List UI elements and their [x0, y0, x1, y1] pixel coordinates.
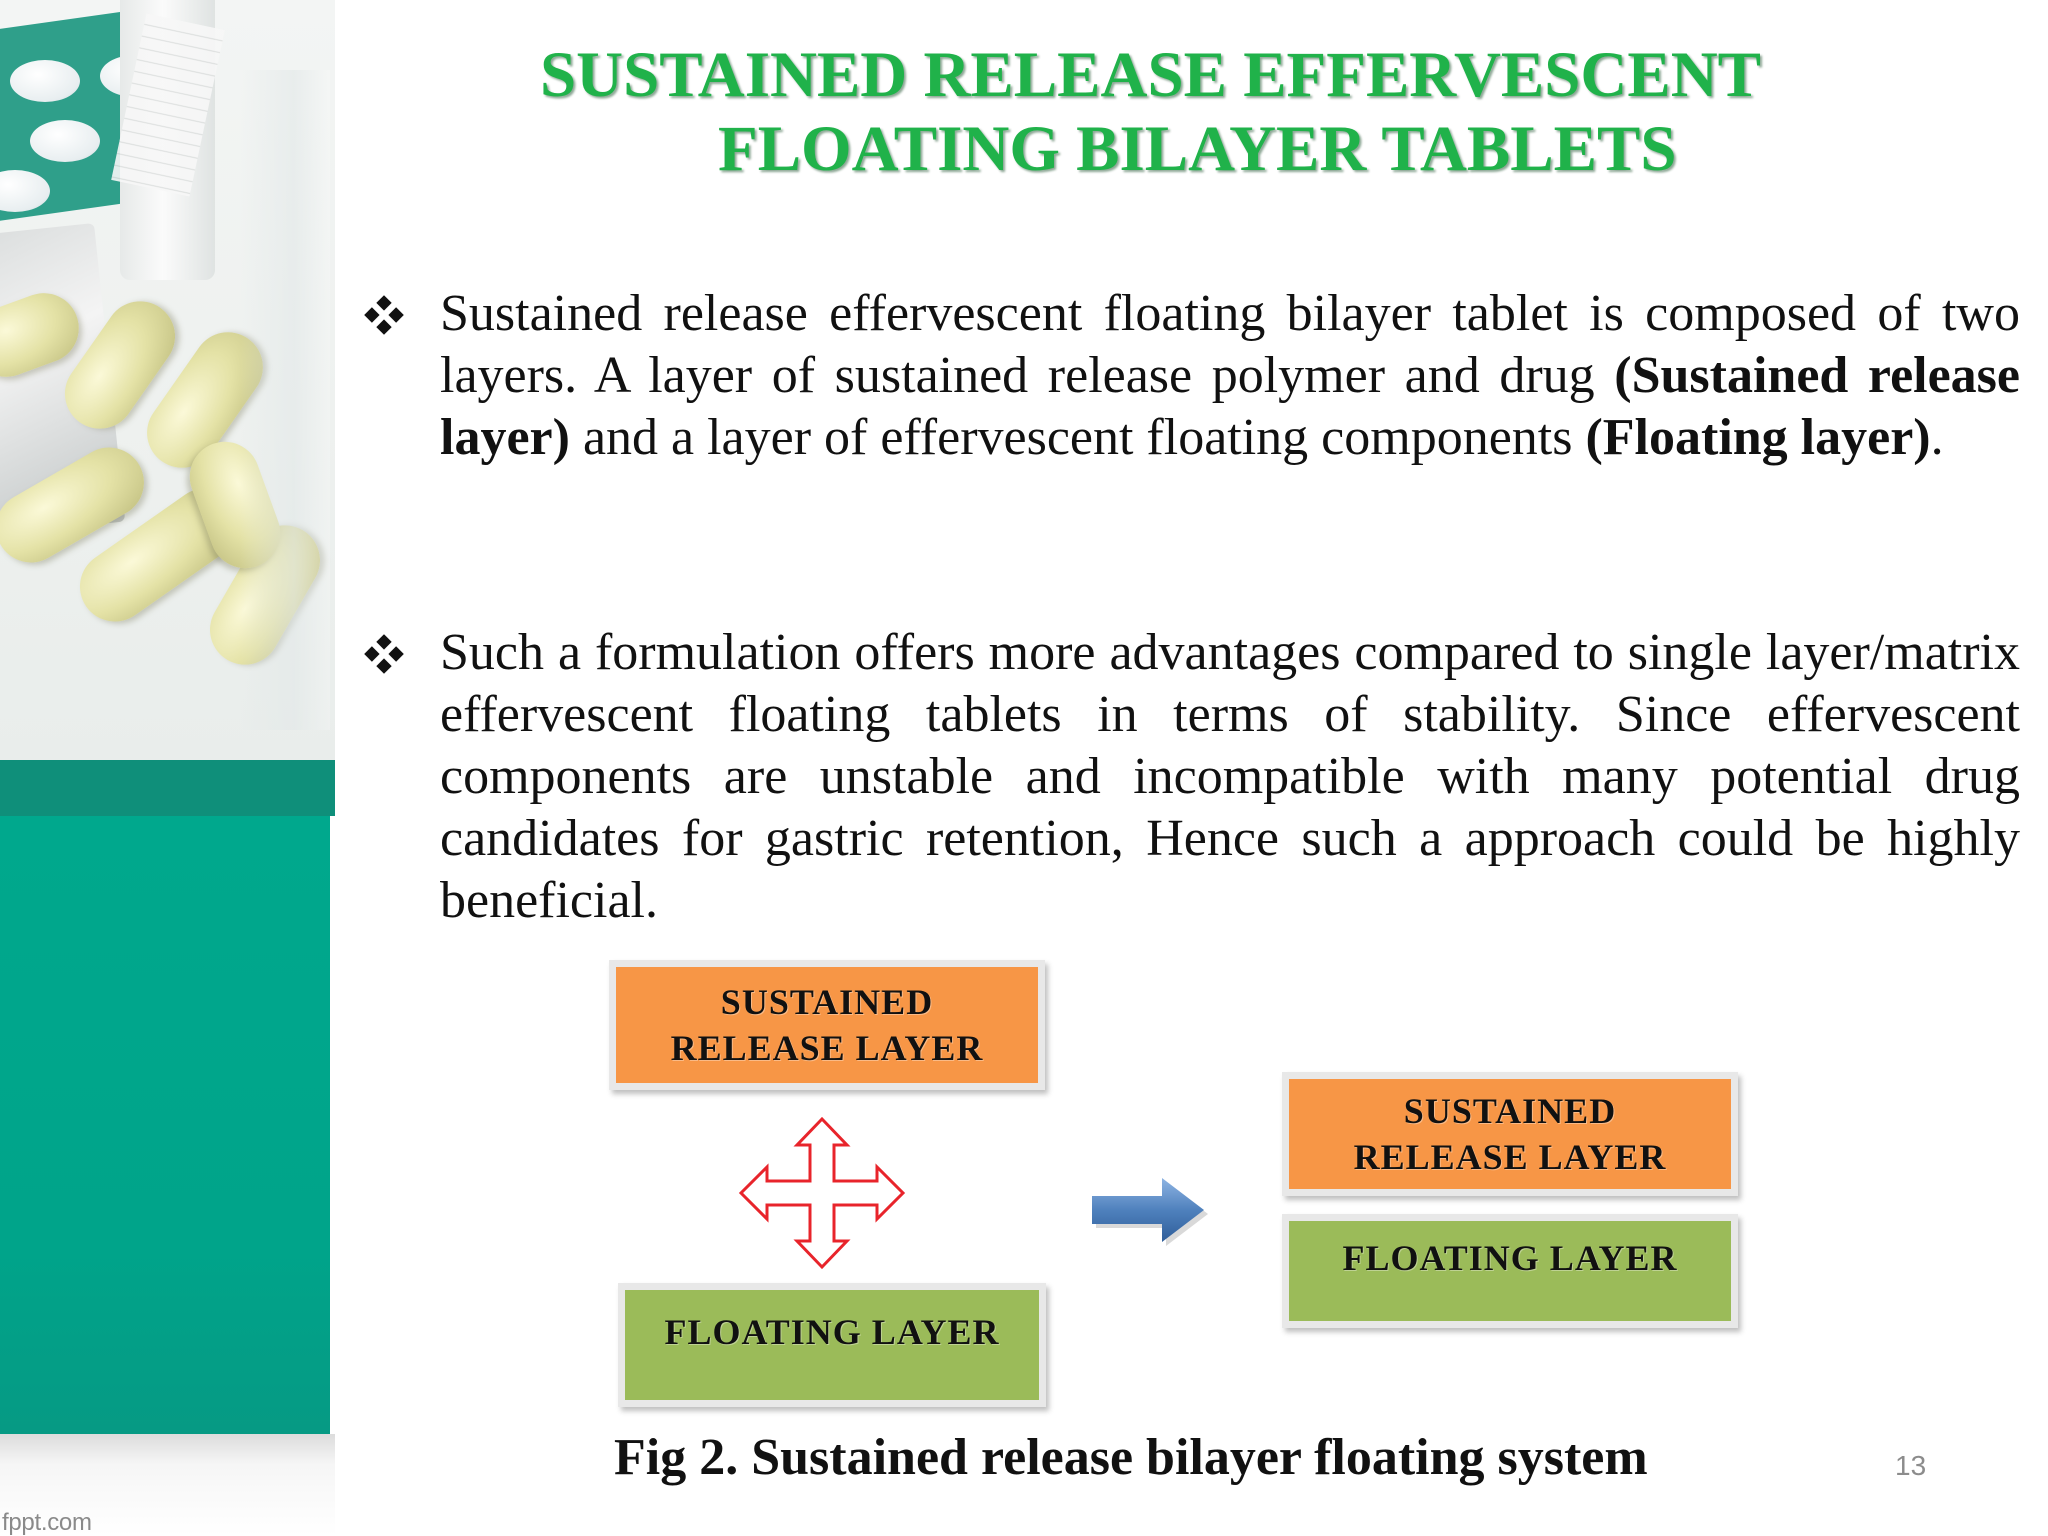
- bullet-text-segment: .: [1930, 409, 1944, 466]
- four-diamond-bullet-icon: [364, 634, 404, 674]
- bullet-text: Such a formulation offers more advantage…: [440, 624, 2020, 929]
- bullet-text: Sustained release effervescent floating …: [440, 283, 2020, 469]
- teal-block: [0, 816, 330, 1434]
- figure-caption: Fig 2. Sustained release bilayer floatin…: [614, 1429, 1648, 1486]
- glass-reflection: [240, 70, 330, 730]
- box-label-line: RELEASE LAYER: [670, 1028, 984, 1068]
- four-diamond-bullet-icon: [364, 295, 404, 335]
- box-label: FLOATING LAYER: [664, 1312, 1000, 1352]
- box-label: SUSTAINED RELEASE LAYER: [671, 979, 984, 1071]
- pills-photo: [0, 0, 335, 760]
- blister-pill: [10, 60, 80, 102]
- bullet-bold-term: (Floating layer): [1585, 409, 1931, 466]
- bullet-bold-term: (Sustained release layer): [440, 347, 2021, 466]
- fppt-logo: fppt.com: [2, 1509, 92, 1536]
- page-number: 13: [1895, 1450, 1927, 1481]
- bullet-text-segment: and a layer of effervescent floating com…: [569, 409, 1586, 466]
- box-label: SUSTAINED RELEASE LAYER: [1354, 1088, 1667, 1180]
- box-label: FLOATING LAYER: [1342, 1238, 1678, 1278]
- sustained-release-layer-box: SUSTAINED RELEASE LAYER: [1282, 1072, 1738, 1196]
- slide-title-line2: FLOATING BILAYER TABLETS: [718, 113, 1677, 185]
- floating-layer-box: FLOATING LAYER: [618, 1283, 1046, 1407]
- box-label-line: SUSTAINED: [720, 982, 934, 1022]
- sustained-release-layer-box: SUSTAINED RELEASE LAYER: [609, 960, 1045, 1090]
- four-way-arrows-icon: [738, 1116, 906, 1270]
- bullet-text-segment: Sustained release effervescent floating …: [440, 285, 2020, 404]
- lower-fade: [0, 1434, 335, 1536]
- blister-pill: [30, 120, 100, 162]
- box-label-line: SUSTAINED: [1403, 1091, 1617, 1131]
- teal-strip: [0, 760, 335, 816]
- slide-title-line1: SUSTAINED RELEASE EFFERVESCENT: [540, 39, 1762, 111]
- right-arrow-icon: [1092, 1178, 1208, 1246]
- decorative-side-panel: fppt.com: [0, 0, 335, 1536]
- box-label-line: RELEASE LAYER: [1353, 1137, 1667, 1177]
- floating-layer-box: FLOATING LAYER: [1282, 1214, 1738, 1328]
